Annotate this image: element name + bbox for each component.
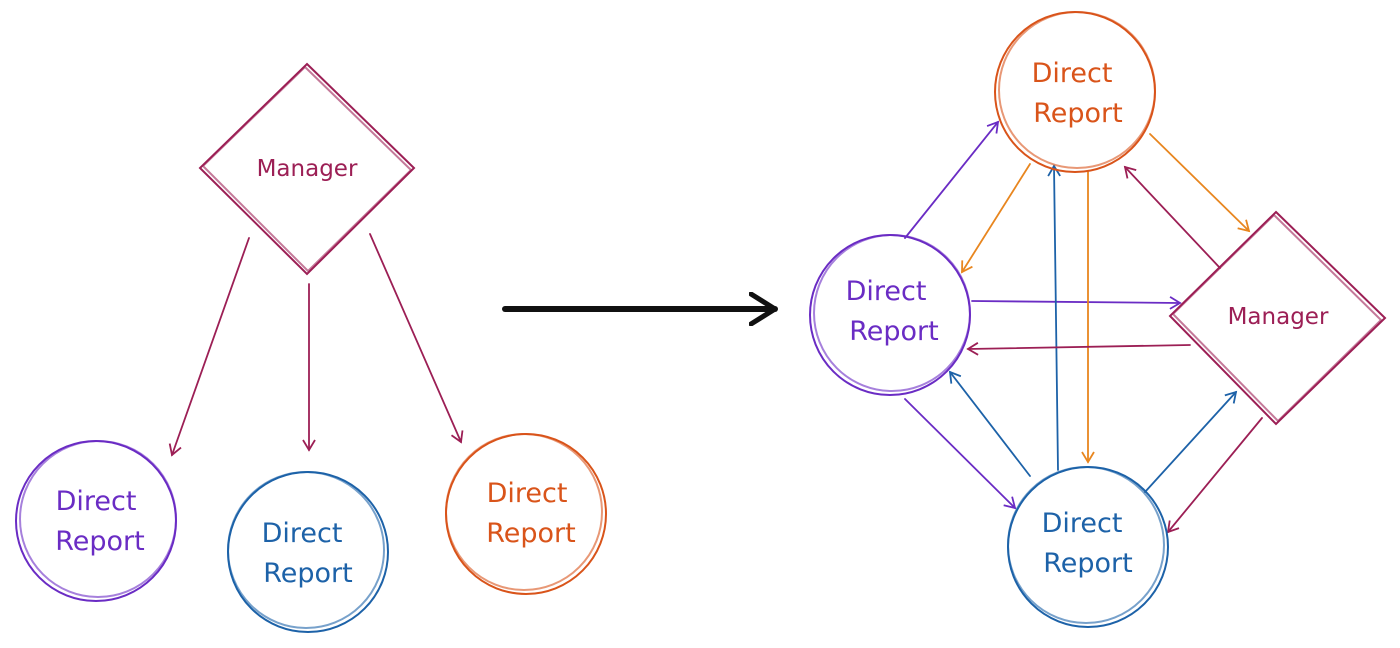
left-edge-to-purple-report — [168, 237, 250, 457]
manager-diamond-sketch-shape — [201, 65, 413, 273]
right-report-node-purple: Direct Report — [809, 234, 971, 396]
right-report-node-orange: Direct Report — [994, 11, 1156, 173]
report-label-line2: Report — [849, 316, 939, 347]
report-label-line2: Report — [263, 558, 353, 589]
edge-manager-to-purple — [966, 342, 1191, 356]
report-circle-sketch-shape — [813, 234, 971, 392]
edge-blue-to-manager — [1144, 390, 1238, 493]
report-label-line1: Direct — [56, 486, 137, 517]
manager-diamond-sketch-shape — [1171, 213, 1383, 423]
edge-orange-to-purple — [961, 163, 1031, 274]
report-label-line2: Report — [1043, 548, 1133, 579]
right-report-node-blue: Direct Report — [1007, 466, 1169, 628]
report-label-line2: Report — [1033, 98, 1123, 129]
report-circle-shape — [15, 440, 177, 602]
edge-blue-to-purple — [948, 370, 1031, 477]
left-report-node-blue: Direct Report — [227, 471, 389, 633]
report-circle-shape — [445, 433, 607, 595]
edge-manager-to-blue — [1166, 417, 1263, 534]
edge-orange-to-manager — [1149, 133, 1251, 233]
right-network-diagram: Direct Report Direct Report Direct Repor… — [809, 11, 1387, 628]
report-label-line1: Direct — [487, 478, 568, 509]
left-hierarchy-diagram: Manager Direct Report Direct Report Dire… — [15, 62, 607, 633]
report-circle-shape — [994, 11, 1156, 173]
report-circle-shape — [1007, 466, 1169, 628]
report-label-line1: Direct — [846, 276, 927, 307]
left-manager-node: Manager — [198, 62, 416, 276]
right-manager-label: Manager — [1228, 304, 1329, 330]
left-report-node-purple: Direct Report — [15, 440, 177, 602]
edge-purple-to-orange — [904, 120, 1000, 239]
left-manager-label: Manager — [257, 156, 358, 182]
report-circle-sketch-shape — [998, 11, 1156, 169]
edge-blue-to-orange — [1047, 164, 1061, 471]
report-circle-sketch-shape — [1007, 466, 1165, 624]
edge-purple-to-manager — [971, 296, 1182, 310]
report-circle-shape — [227, 471, 389, 633]
report-circle-shape — [809, 234, 971, 396]
report-circle-sketch-shape — [227, 471, 385, 629]
report-circle-sketch-shape — [19, 440, 177, 598]
report-label-line2: Report — [486, 518, 576, 549]
right-manager-node: Manager — [1168, 210, 1387, 426]
edge-manager-to-orange — [1123, 165, 1221, 269]
report-label-line1: Direct — [1042, 508, 1123, 539]
edge-purple-to-blue — [904, 398, 1017, 510]
report-label-line1: Direct — [1032, 58, 1113, 89]
report-circle-sketch-shape — [445, 433, 603, 591]
report-label-line2: Report — [55, 526, 145, 557]
report-label-line1: Direct — [262, 518, 343, 549]
left-report-node-orange: Direct Report — [445, 433, 607, 595]
left-edge-to-orange-report — [369, 233, 464, 444]
